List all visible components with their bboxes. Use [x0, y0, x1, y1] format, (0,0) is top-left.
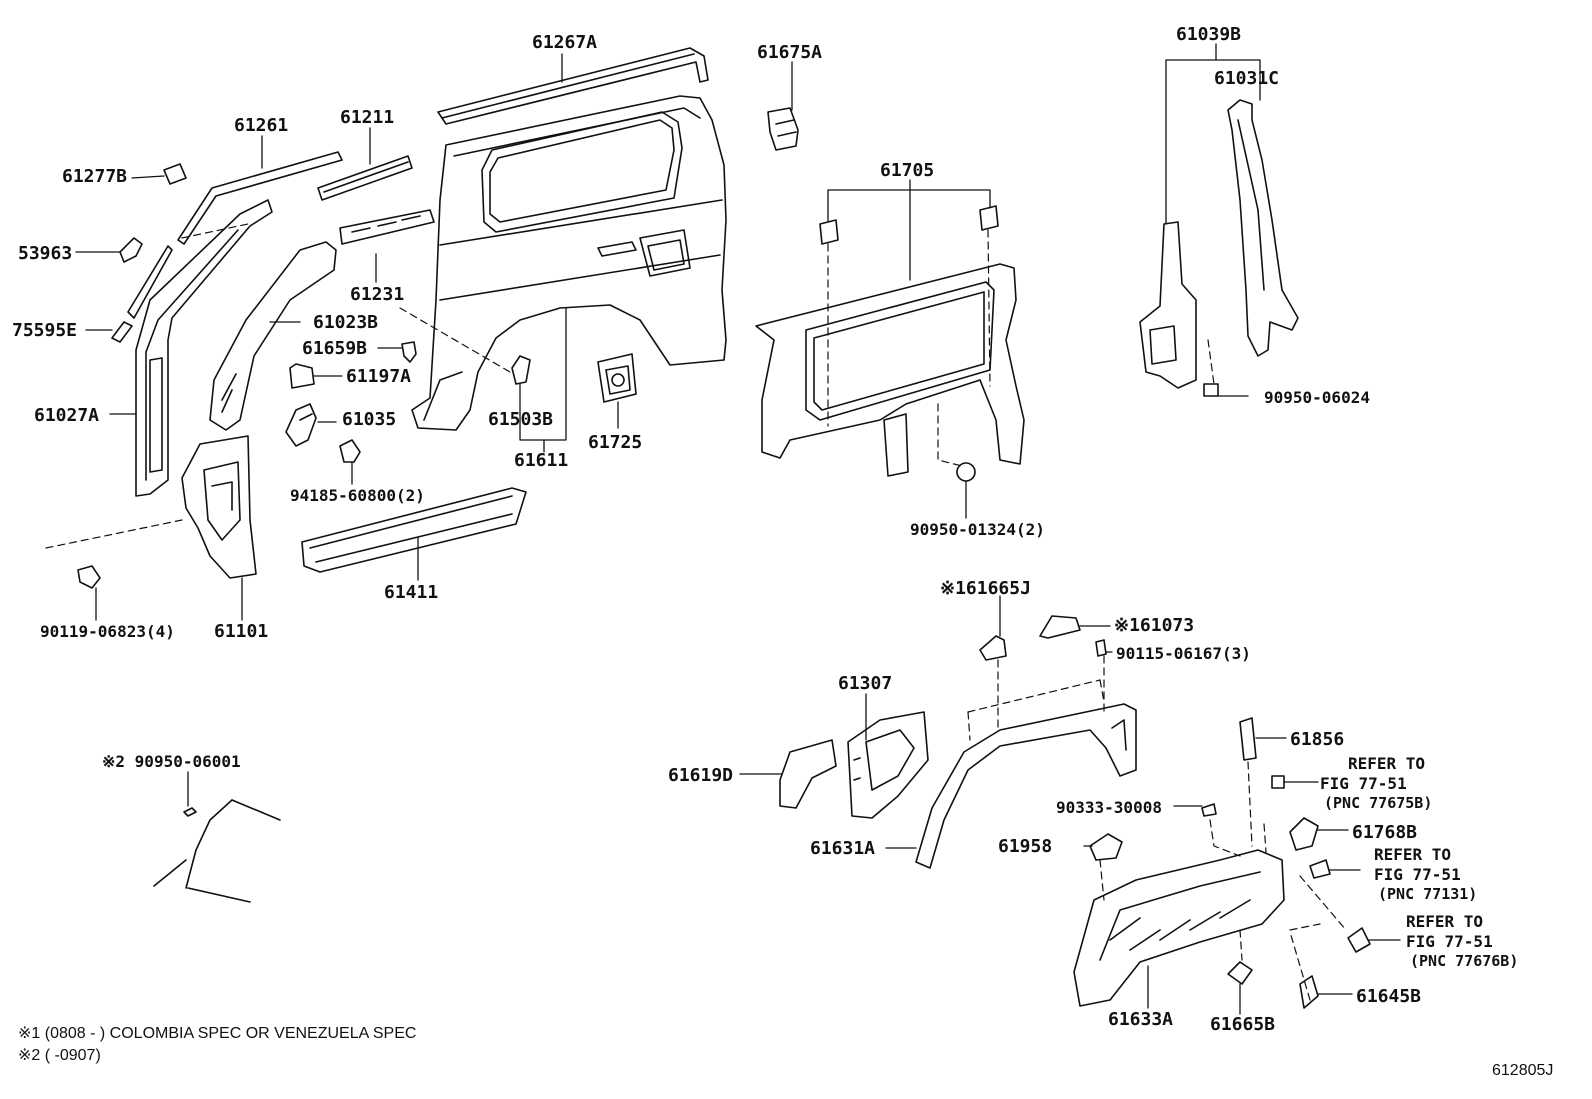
label-61659B: 61659B	[302, 338, 368, 359]
part-75595E-drawing	[111, 321, 133, 343]
part-61039B-drawing	[1139, 221, 1197, 389]
label-61665B: 61665B	[1210, 1014, 1276, 1035]
label-90950-06001: ※2 90950-06001	[102, 752, 241, 771]
label-61035: 61035	[342, 409, 397, 430]
part-90950-06024-drawing	[1203, 383, 1219, 397]
label-61611: 61611	[514, 450, 569, 471]
assembly-dashes	[45, 223, 1347, 1001]
part-61197A-drawing	[289, 363, 315, 389]
part-61035-drawing	[285, 403, 361, 463]
label-61197A: 61197A	[346, 366, 412, 387]
leader-lines	[75, 43, 1401, 1015]
label-61958: 61958	[998, 836, 1053, 857]
part-61611-drawing	[411, 95, 727, 431]
label-61705: 61705	[880, 160, 935, 181]
part-77676B-clip	[1347, 927, 1371, 953]
figure-id: 612805J	[1492, 1062, 1554, 1079]
part-61633A-drawing	[1073, 849, 1285, 1007]
refer-line3: (PNC 77131)	[1378, 885, 1478, 903]
label-61631A: 61631A	[810, 838, 876, 859]
label-90119-06823: 90119-06823(4)	[40, 622, 175, 641]
part-61659B-drawing	[401, 341, 417, 363]
part-61031C-drawing	[1227, 99, 1299, 357]
label-61073: ※161073	[1114, 615, 1195, 636]
refer-line2: FIG 77-51	[1374, 865, 1461, 884]
part-61277B-drawing	[163, 163, 187, 185]
refer-line1: REFER TO	[1374, 845, 1452, 864]
label-61277B: 61277B	[62, 166, 128, 187]
label-61039B: 61039B	[1176, 24, 1242, 45]
part-90333-drawing	[1201, 803, 1217, 817]
label-53963: 53963	[18, 243, 73, 264]
part-61675A-drawing	[767, 107, 799, 151]
label-61261: 61261	[234, 115, 289, 136]
part-90119-drawing	[77, 565, 101, 589]
part-61027A-drawing	[135, 199, 273, 497]
refer-line1: REFER TO	[1348, 754, 1426, 773]
part-61619D-drawing	[779, 739, 837, 809]
refer-line3: (PNC 77676B)	[1410, 952, 1519, 970]
label-61023B: 61023B	[313, 312, 379, 333]
part-61645B-drawing	[1299, 975, 1319, 1009]
refer-line3: (PNC 77675B)	[1324, 794, 1433, 812]
label-90950-01324: 90950-01324(2)	[910, 520, 1045, 539]
refer-line2: FIG 77-51	[1406, 932, 1493, 951]
part-61958-drawing	[1089, 833, 1123, 861]
label-61675A: 61675A	[757, 42, 823, 63]
label-61633A: 61633A	[1108, 1009, 1174, 1030]
part-61307-drawing	[847, 711, 929, 819]
label-61725: 61725	[588, 432, 643, 453]
part-61231-drawing	[339, 209, 435, 245]
part-61073-drawing	[1039, 615, 1081, 639]
part-61725-drawing	[597, 353, 637, 403]
refer-line2: FIG 77-51	[1320, 774, 1407, 793]
footnote-1: ※1 (0808 - ) COLOMBIA SPEC OR VENEZUELA …	[18, 1025, 417, 1042]
refer-77676B: REFER TO FIG 77-51 (PNC 77676B)	[1406, 912, 1518, 969]
label-61619D: 61619D	[668, 765, 734, 786]
label-61211: 61211	[340, 107, 395, 128]
part-61631A-drawing	[915, 703, 1137, 869]
part-61856-drawing	[1239, 717, 1257, 761]
part-53963-drawing	[119, 237, 143, 263]
label-61231: 61231	[350, 284, 405, 305]
label-61665J: ※161665J	[940, 578, 1031, 599]
label-61503B: 61503B	[488, 409, 554, 430]
footnote-2: ※2 ( -0907)	[18, 1047, 101, 1064]
part-61261-drawing	[127, 151, 343, 319]
label-61645B: 61645B	[1356, 986, 1422, 1007]
part-61023B-drawing	[209, 241, 337, 431]
part-61211-drawing	[317, 155, 413, 201]
part-61665J-drawing	[979, 635, 1007, 661]
part-61267A-drawing	[437, 47, 709, 125]
label-94185-60800: 94185-60800(2)	[290, 486, 425, 505]
label-61267A: 61267A	[532, 32, 598, 53]
label-75595E: 75595E	[12, 320, 78, 341]
part-77131-clip	[1309, 859, 1331, 879]
part-77675B-clip	[1271, 775, 1285, 789]
refer-77675B: REFER TO FIG 77-51 (PNC 77675B)	[1320, 756, 1432, 811]
label-61027A: 61027A	[34, 405, 100, 426]
part-61101-drawing	[181, 435, 257, 579]
label-90333-30008: 90333-30008	[1056, 798, 1162, 817]
label-61768B: 61768B	[1352, 822, 1418, 843]
part-61503B-drawing	[511, 355, 531, 385]
label-61856: 61856	[1290, 729, 1345, 750]
label-90950-06024: 90950-06024	[1264, 388, 1370, 407]
part-90115-drawing	[1095, 639, 1107, 657]
label-61031C: 61031C	[1214, 68, 1280, 89]
label-90115-06167: 90115-06167(3)	[1116, 644, 1251, 663]
part-61411-drawing	[301, 487, 527, 573]
part-61705-drawing	[755, 205, 1025, 482]
label-61307: 61307	[838, 673, 893, 694]
label-61101: 61101	[214, 621, 269, 642]
refer-line1: REFER TO	[1406, 912, 1484, 931]
part-61665B-drawing	[1227, 961, 1253, 985]
part-61768B-drawing	[1289, 817, 1319, 851]
inset-90950-06001-drawing	[153, 799, 281, 903]
label-61411: 61411	[384, 582, 439, 603]
refer-77131: REFER TO FIG 77-51 (PNC 77131)	[1374, 845, 1477, 902]
